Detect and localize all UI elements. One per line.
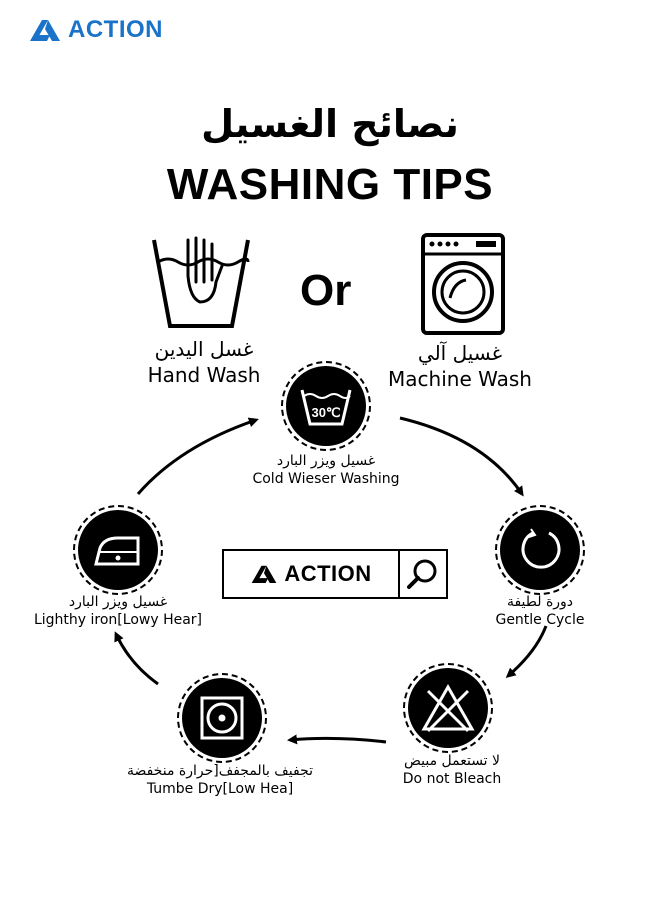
brand-name: ACTION	[68, 16, 163, 43]
magnifier-icon	[407, 559, 437, 589]
cold-wash-30-icon: 30℃	[300, 389, 352, 426]
machine-wash-english: Machine Wash	[388, 367, 532, 391]
washing-machine-icon	[421, 233, 505, 335]
no-bleach-arabic: لا تستعمل مبيض	[403, 753, 501, 769]
center-logo: ACTION	[222, 549, 448, 599]
hand-wash-english: Hand Wash	[147, 363, 261, 387]
center-logo-name: ACTION	[284, 561, 372, 586]
cold-wash-arabic: غسيل ويزر البارد	[276, 453, 376, 469]
no-bleach-english: Do not Bleach	[402, 771, 502, 787]
machine-wash-arabic: غسيل آلي	[417, 341, 503, 365]
cold-wash-badge: 30℃	[311, 405, 340, 420]
no-bleach-icon	[421, 683, 475, 733]
iron-label: غسيل ويزر البارد Lighthy iron[Lowy Hear]	[20, 593, 216, 629]
title-arabic: نصائح الغسيل	[201, 102, 459, 146]
iron-arabic: غسيل ويزر البارد	[68, 594, 168, 610]
cold-wash-circle: 30℃	[281, 361, 371, 451]
iron-icon	[94, 536, 140, 566]
center-logo-brand: ACTION	[224, 551, 400, 597]
arrow-bleach-to-dry	[287, 734, 387, 745]
gentle-cycle-arabic: دورة لطيفة	[506, 594, 574, 610]
iron-circle	[73, 505, 163, 595]
tumble-dry-english: Tumbe Dry[Low Hea]	[146, 781, 294, 797]
action-logo-icon	[30, 20, 60, 41]
iron-english: Lighthy iron[Lowy Hear]	[33, 612, 203, 628]
title-english: WASHING TIPS	[166, 160, 494, 209]
gentle-cycle-icon	[521, 528, 561, 569]
arrow-cold-to-gentle	[399, 416, 524, 497]
gentle-cycle-label: دورة لطيفة Gentle Cycle	[470, 593, 610, 629]
tumble-dry-circle	[177, 673, 267, 763]
hand-wash-icon	[152, 236, 250, 328]
cold-wash-english: Cold Wieser Washing	[252, 471, 400, 487]
arrow-iron-to-cold	[136, 417, 259, 495]
tumble-dry-icon	[200, 696, 244, 740]
no-bleach-label: لا تستعمل مبيض Do not Bleach	[382, 752, 522, 788]
action-logo-icon	[251, 565, 277, 584]
gentle-cycle-english: Gentle Cycle	[495, 612, 585, 628]
tumble-dry-label: تجفيف بالمجفف[حرارة منخفضة Tumbe Dry[Low…	[100, 762, 340, 798]
gentle-cycle-circle	[495, 505, 585, 595]
hand-wash-label: غسل اليدين Hand Wash	[130, 336, 278, 388]
center-logo-search	[400, 551, 446, 597]
hand-wash-arabic: غسل اليدين	[154, 337, 254, 361]
tumble-dry-arabic: تجفيف بالمجفف[حرارة منخفضة	[126, 763, 314, 779]
cold-wash-label: غسيل ويزر البارد Cold Wieser Washing	[216, 452, 436, 488]
brand-logo: ACTION	[28, 16, 163, 44]
or-text: Or	[300, 266, 352, 315]
machine-wash-label: غسيل آلي Machine Wash	[380, 340, 540, 392]
arrow-dry-to-iron	[114, 631, 159, 686]
no-bleach-circle	[403, 663, 493, 753]
arrow-gentle-to-bleach	[505, 625, 548, 678]
